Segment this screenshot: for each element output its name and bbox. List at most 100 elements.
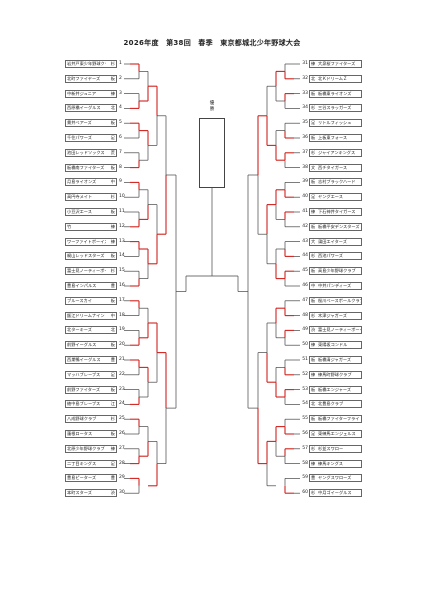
- team-entry: 蓮根ロータス板: [65, 430, 117, 438]
- team-name: 木津ジャガーズ: [318, 312, 347, 318]
- team-name: 大泉桜ファイターズ: [318, 61, 356, 66]
- team-ward: 中: [311, 283, 316, 288]
- team-ward: 板: [311, 297, 316, 303]
- team-number: 56: [302, 431, 308, 436]
- team-name: ジャイアンキングス: [318, 149, 356, 155]
- team-name: 板橋エンジャーズ: [318, 386, 352, 392]
- team-ward: 練: [110, 223, 115, 229]
- team-name: 月島ライオンズ: [67, 179, 97, 185]
- team-number: 34: [302, 105, 308, 111]
- team-number: 32: [302, 75, 308, 81]
- team-entry: 富士見ノーティーボーイズ渋: [309, 326, 362, 335]
- team-entry: 下石神井タイガース練: [309, 208, 362, 216]
- team-entry: 練馬キングス練: [309, 459, 362, 468]
- team-number: 29: [119, 475, 125, 481]
- team-ward: 足: [311, 120, 316, 126]
- team-number: 5: [119, 120, 122, 126]
- team-entry: 梶山レッドスターズ板: [65, 252, 117, 261]
- team-entry: 前野ファイターズ板: [65, 385, 117, 394]
- team-number: 53: [302, 386, 308, 392]
- team-number: 22: [119, 371, 125, 377]
- team-number: 11: [119, 209, 125, 214]
- team-ward: 板: [311, 223, 316, 229]
- champion-label: 優 勝: [209, 101, 215, 112]
- team-name: 志村ブラックハード: [318, 179, 356, 185]
- team-ward: 練: [110, 445, 115, 451]
- team-number: 10: [119, 194, 125, 200]
- team-entry: 志村ブラックハード板: [309, 178, 362, 187]
- team-name: マッハブレーブス: [67, 371, 101, 377]
- team-entry: 北町ファイヤーズ 板: [65, 74, 117, 83]
- team-name: 桜川ベースボールクラブ: [318, 297, 362, 303]
- team-name: 板橋南ファイターズ: [67, 164, 105, 170]
- team-name: 本町スターズ: [67, 490, 92, 496]
- team-number: 49: [302, 327, 308, 333]
- team-name: 北ＫドリームＺ: [318, 75, 348, 81]
- team-name: 二丁目キングス: [67, 460, 97, 466]
- team-entry: 西巣鴨イーグルス豊: [65, 356, 117, 364]
- team-entry: 前野イーグルス板: [65, 341, 117, 350]
- team-name: 高島少年野球クラブ: [318, 268, 356, 274]
- team-number: 36: [302, 135, 308, 140]
- team-ward: 練: [311, 460, 316, 466]
- team-number: 48: [302, 312, 308, 318]
- team-entry: 木津ジャガーズ杉: [309, 311, 362, 320]
- team-number: 39: [302, 179, 308, 185]
- team-number: 14: [119, 253, 125, 259]
- team-ward: 豊: [110, 475, 115, 481]
- team-name: リトルフィッシュ: [318, 120, 352, 126]
- team-ward: 杉: [311, 490, 316, 496]
- team-ward: 板: [110, 253, 115, 259]
- team-entry: 高島少年野球クラブ板: [309, 267, 362, 276]
- team-entry: 板橋エンジャーズ板: [309, 385, 362, 394]
- team-entry: 大泉桜ファイターズ練: [309, 60, 362, 68]
- team-ward: 板: [110, 75, 115, 81]
- team-ward: 北: [311, 401, 316, 407]
- team-entry: 板橋南ファイターズ板: [65, 163, 117, 172]
- team-number: 44: [302, 253, 308, 259]
- team-entry: 豊島ピーターズ豊: [65, 474, 117, 483]
- team-ward: 板: [311, 90, 316, 96]
- team-name: 小豆沢エース: [67, 209, 92, 214]
- team-entry: ヤングスワローズ豊: [309, 474, 362, 483]
- team-name: ブルースカイ: [67, 297, 92, 303]
- team-number: 9: [119, 179, 122, 185]
- team-name: 板橋清ジャガーズ: [318, 357, 352, 362]
- team-ward: 板: [110, 342, 115, 348]
- team-ward: 杉: [110, 61, 115, 66]
- team-entry: 本町スターズ 渋: [65, 489, 117, 498]
- team-number: 26: [119, 431, 125, 436]
- team-ward: 足: [311, 194, 316, 200]
- team-name: 練馬町野球クラブ: [318, 371, 352, 377]
- team-name: ワーファイトボーイズ: [67, 238, 106, 244]
- team-name: 西チタイガース: [318, 164, 348, 170]
- team-ward: 文: [311, 164, 316, 170]
- team-ward: 豊: [311, 475, 316, 481]
- team-name: 北ターキーズ: [67, 327, 92, 333]
- team-number: 50: [302, 342, 308, 348]
- team-name: 北町ファイヤーズ: [67, 75, 101, 81]
- team-entry: 豊島インパルス豊: [65, 282, 117, 290]
- team-ward: 板: [311, 179, 316, 185]
- team-entry: 板橋ファイターフライ板: [309, 415, 362, 424]
- team-ward: 江: [110, 401, 115, 407]
- team-name: 高円寺メイト: [67, 194, 93, 200]
- team-name: 中新井ジュニア: [67, 90, 97, 96]
- team-entry: 西チタイガース文: [309, 163, 362, 172]
- team-ward: 杉: [311, 312, 316, 318]
- team-name: 富士見ノーティーボーイズ: [318, 327, 361, 333]
- team-name: 三谷スラッガーズ: [318, 105, 352, 111]
- team-name: 千住パワーズ: [67, 135, 92, 140]
- team-number: 35: [302, 120, 308, 126]
- team-entry: 八成野球クラブ杉: [65, 415, 117, 424]
- page-title: 2026年度 第38回 春季 東京都城北少年野球大会: [123, 39, 301, 47]
- team-ward: 練: [311, 371, 316, 377]
- team-ward: 北: [110, 327, 115, 333]
- team-name: 西原橋イーグルス: [67, 105, 101, 111]
- team-number: 43: [302, 238, 308, 244]
- team-ward: 練: [311, 342, 316, 348]
- team-name: 蓮根ロータス: [67, 431, 93, 436]
- team-name: 北原少年野球クラブ: [67, 445, 105, 451]
- team-ward: 渋: [110, 490, 115, 496]
